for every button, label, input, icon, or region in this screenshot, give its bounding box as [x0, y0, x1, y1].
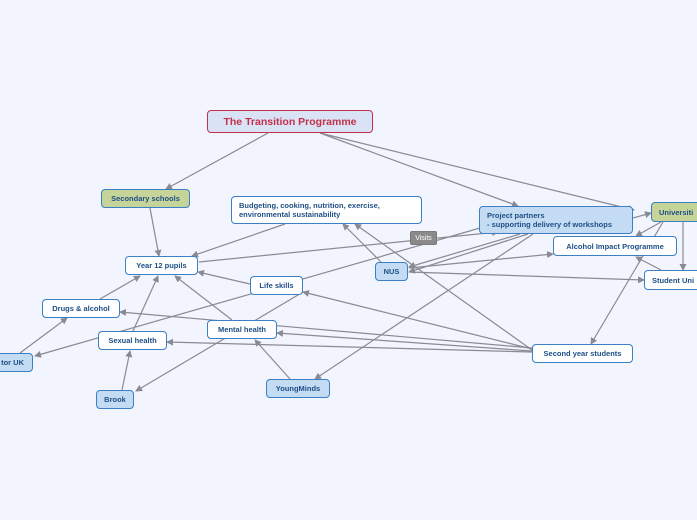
node-project-partners-line2: - supporting delivery of workshops — [487, 220, 613, 229]
node-brook[interactable]: Brook — [96, 390, 134, 409]
node-project-partners-line1: Project partners — [487, 211, 545, 220]
connector-arrow — [119, 309, 533, 349]
connector-arrow — [121, 350, 133, 391]
node-second-year-students[interactable]: Second year students — [532, 344, 633, 363]
connector-arrow — [632, 211, 652, 219]
connector-arrow — [635, 256, 662, 271]
node-alcohol-impact-programme[interactable]: Alcohol Impact Programme — [553, 236, 677, 256]
connector-arrow — [408, 251, 554, 269]
connector-arrow — [319, 132, 635, 212]
connector-arrow — [132, 275, 159, 332]
node-project-partners[interactable]: Project partners - supporting delivery o… — [479, 206, 633, 234]
connector-arrow — [354, 223, 533, 351]
connector-arrow — [19, 317, 68, 354]
node-student-unions[interactable]: Student Uni — [644, 270, 697, 290]
connector-arrow — [319, 132, 519, 208]
connector-arrow — [191, 223, 286, 258]
connector-arrow — [165, 132, 269, 190]
node-budgeting-line2: environmental sustainability — [239, 210, 341, 219]
connector-arrow — [197, 269, 251, 285]
node-tor-uk[interactable]: tor UK — [0, 353, 33, 372]
connector-arrow — [635, 221, 662, 237]
connector-arrow — [254, 339, 291, 380]
node-budgeting-line1: Budgeting, cooking, nutrition, exercise, — [239, 201, 380, 210]
node-year12-pupils[interactable]: Year 12 pupils — [125, 256, 198, 275]
node-mental-health[interactable]: Mental health — [207, 320, 277, 339]
connector-arrow — [149, 207, 162, 257]
node-drugs-alcohol[interactable]: Drugs & alcohol — [42, 299, 120, 318]
connector-arrow — [314, 233, 534, 380]
connector-arrow — [135, 291, 304, 392]
connector-arrow — [302, 290, 533, 350]
connector-arrow — [276, 329, 533, 352]
connector-arrow — [99, 275, 141, 300]
root-title[interactable]: The Transition Programme — [207, 110, 373, 133]
connector-arrow — [408, 233, 521, 269]
connector-arrow — [166, 338, 533, 353]
node-secondary-schools[interactable]: Secondary schools — [101, 189, 190, 208]
node-youngminds[interactable]: YoungMinds — [266, 379, 330, 398]
connector-arrow — [174, 275, 233, 321]
label-visits: Visits — [410, 231, 437, 245]
connector-arrow — [408, 271, 645, 284]
node-life-skills[interactable]: Life skills — [250, 276, 303, 295]
node-sexual-health[interactable]: Sexual health — [98, 331, 167, 350]
node-nus[interactable]: NUS — [375, 262, 408, 281]
connector-arrow — [342, 223, 382, 263]
node-universities[interactable]: Universiti — [651, 202, 697, 222]
node-budgeting[interactable]: Budgeting, cooking, nutrition, exercise,… — [231, 196, 422, 224]
